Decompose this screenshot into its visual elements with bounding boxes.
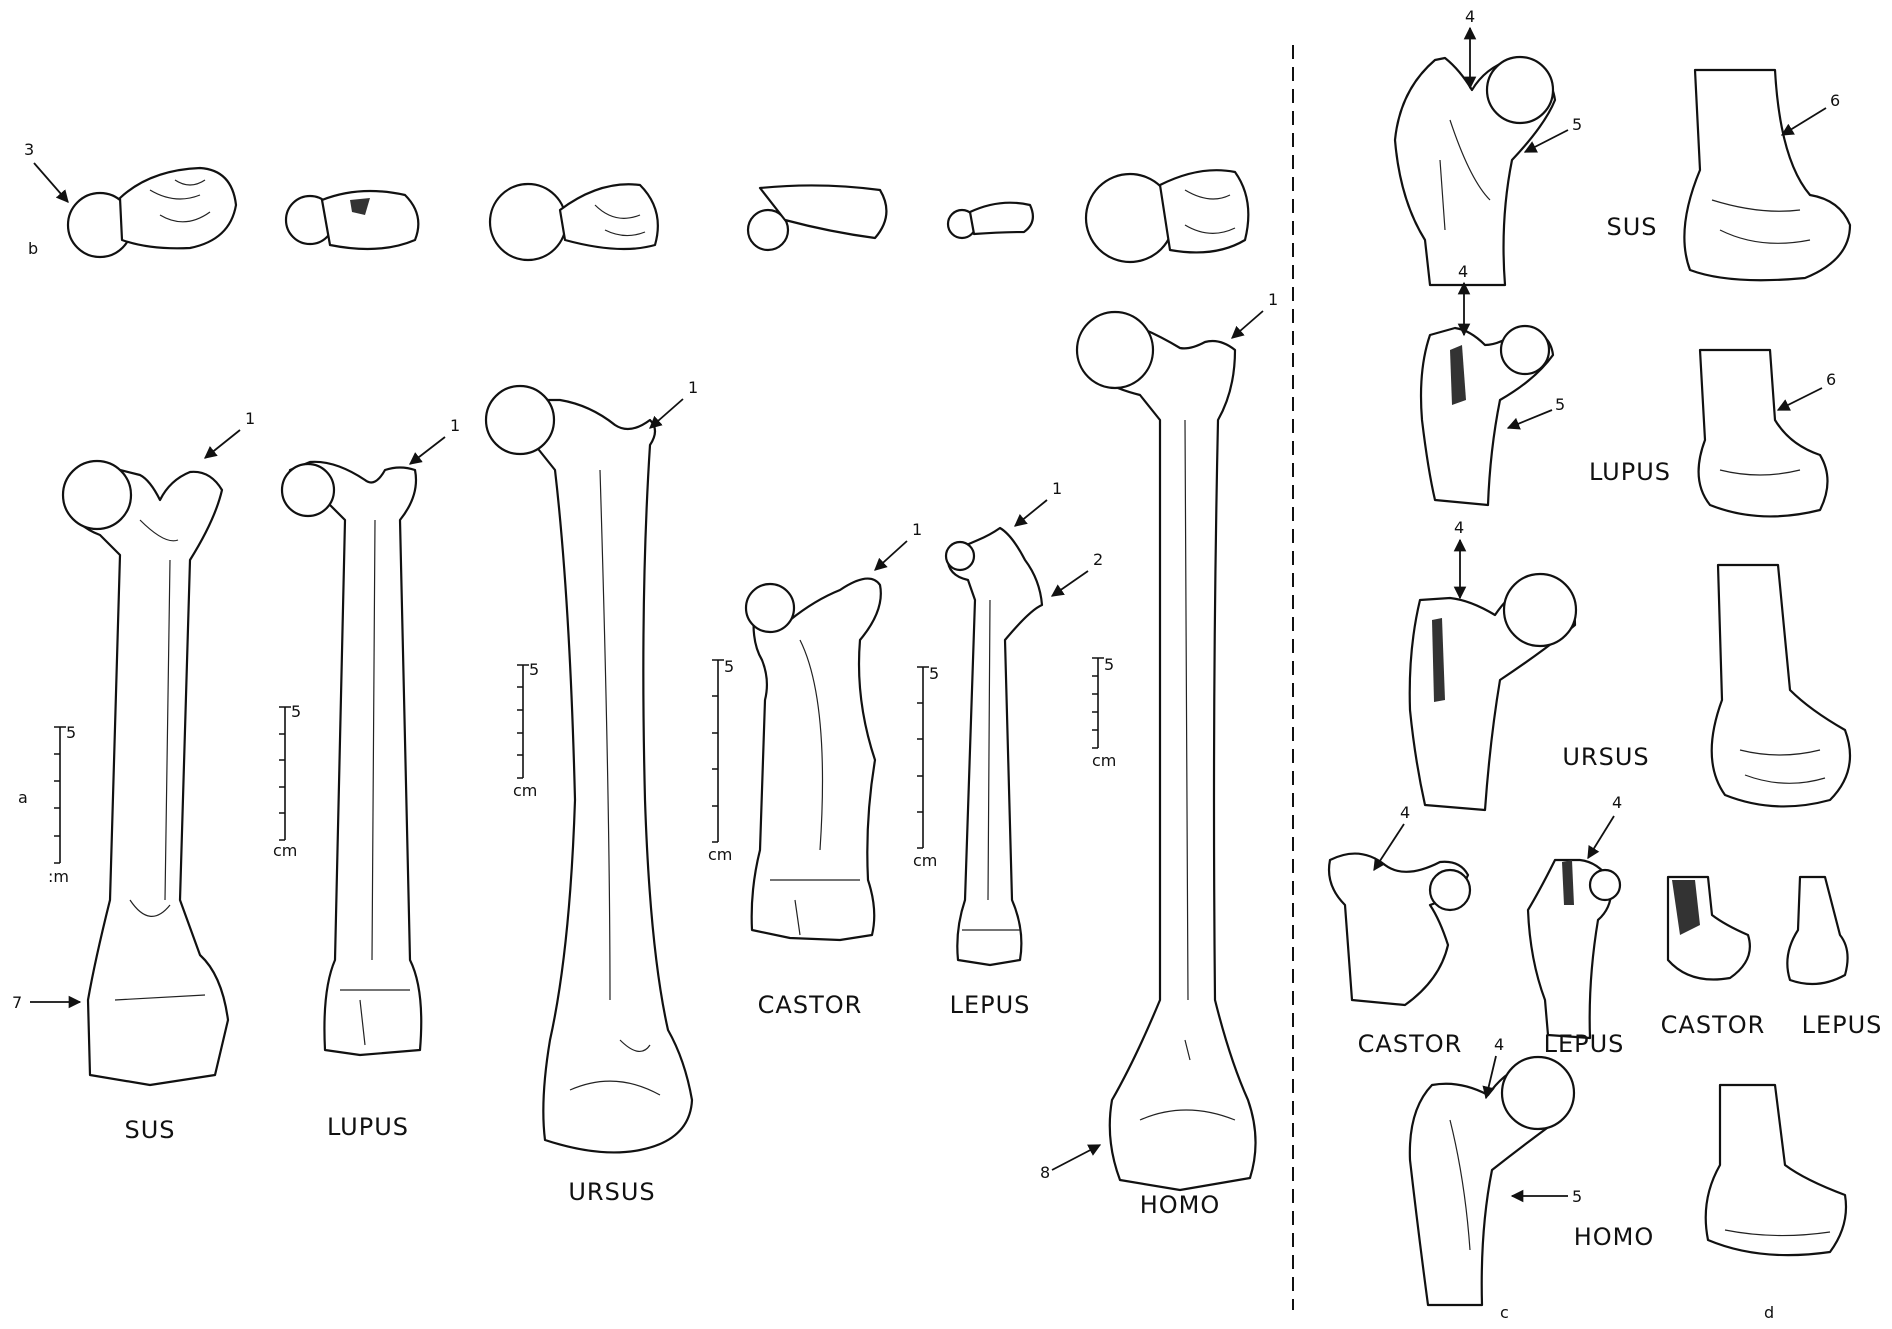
callout-1-sus-arrow	[205, 430, 240, 458]
top-view-sus	[68, 168, 236, 257]
scale-unit-lepus: cm	[913, 851, 937, 870]
callout-1-lupus: 1	[450, 416, 460, 435]
callout-1-homo: 1	[1268, 290, 1278, 309]
callout-6-sus: 6	[1830, 91, 1840, 110]
callout-3: 3	[24, 140, 34, 159]
distal-sus	[1684, 70, 1850, 280]
proximal-castor	[1329, 854, 1470, 1005]
callout-1-lepus-arrow	[1015, 500, 1047, 526]
callout-4-ursus: 4	[1454, 518, 1464, 537]
top-view-lupus	[286, 191, 418, 249]
scale-tick-5-homo: 5	[1104, 655, 1114, 674]
label-lupus: LUPUS	[327, 1113, 409, 1141]
scale-tick-5-lupus: 5	[291, 702, 301, 721]
distal-ursus	[1712, 565, 1850, 806]
distal-castor	[1668, 877, 1750, 980]
callout-4-castor-arrow	[1374, 824, 1404, 870]
callout-6-sus-arrow	[1782, 108, 1826, 135]
proximal-lupus	[1421, 326, 1553, 505]
row-label-b: b	[28, 239, 38, 258]
callout-6-lupus: 6	[1826, 370, 1836, 389]
scale-tick-5-sus: 5	[66, 723, 76, 742]
scale-unit-castor: cm	[708, 845, 732, 864]
callout-4-homo: 4	[1494, 1035, 1504, 1054]
callout-2-arrow	[1052, 571, 1088, 596]
callout-5-lupus: 5	[1555, 395, 1565, 414]
callout-4-lepus: 4	[1612, 793, 1622, 812]
callout-1-castor-arrow	[875, 541, 907, 570]
callout-6-lupus-arrow	[1778, 388, 1822, 410]
proximal-ursus	[1410, 574, 1576, 810]
callout-1-lepus: 1	[1052, 479, 1062, 498]
callout-4-castor: 4	[1400, 803, 1410, 822]
label-right-castor-c: CASTOR	[1358, 1030, 1463, 1058]
row-label-a: a	[18, 788, 28, 807]
column-label-c: c	[1500, 1303, 1509, 1322]
scale-tick-5-ursus: 5	[529, 660, 539, 679]
femur-lupus	[282, 462, 421, 1055]
scale-bar-sus: 5 :m	[48, 723, 76, 886]
scale-tick-5-lepus: 5	[929, 664, 939, 683]
scale-unit-sus: :m	[48, 867, 69, 886]
top-view-ursus	[490, 184, 658, 260]
callout-5-lupus-arrow	[1508, 410, 1552, 428]
distal-lupus	[1699, 350, 1828, 516]
callout-8: 8	[1040, 1163, 1050, 1182]
label-right-ursus: URSUS	[1562, 743, 1649, 771]
scale-bar-lepus: 5 cm	[913, 664, 939, 870]
proximal-homo	[1410, 1057, 1574, 1305]
proximal-sus	[1395, 57, 1555, 285]
femur-castor	[746, 579, 881, 940]
label-right-lepus-d: LEPUS	[1802, 1011, 1883, 1039]
label-right-castor-d: CASTOR	[1661, 1011, 1766, 1039]
callout-8-arrow	[1052, 1145, 1100, 1170]
scale-unit-ursus: cm	[513, 781, 537, 800]
callout-1-sus: 1	[245, 409, 255, 428]
scale-bar-castor: 5 cm	[708, 657, 734, 864]
callout-4-lepus-arrow	[1588, 816, 1614, 858]
callout-7: 7	[12, 993, 22, 1012]
label-right-homo: HOMO	[1574, 1223, 1655, 1251]
femur-lepus	[946, 528, 1042, 965]
label-sus: SUS	[124, 1116, 175, 1144]
femur-sus	[63, 461, 228, 1085]
label-right-lupus: LUPUS	[1589, 458, 1671, 486]
callout-1-ursus: 1	[688, 378, 698, 397]
callout-3-arrow	[34, 163, 68, 202]
label-homo: HOMO	[1140, 1191, 1221, 1219]
proximal-lepus	[1528, 860, 1620, 1038]
scale-bar-ursus: 5 cm	[513, 660, 539, 800]
scale-unit-lupus: cm	[273, 841, 297, 860]
callout-1-homo-arrow	[1232, 311, 1263, 338]
scale-bar-homo: 5 cm	[1092, 655, 1116, 770]
distal-homo	[1706, 1085, 1846, 1255]
callout-4-lupus: 4	[1458, 262, 1468, 281]
top-view-homo	[1086, 170, 1248, 262]
distal-lepus	[1787, 877, 1847, 984]
label-right-sus: SUS	[1606, 213, 1657, 241]
scale-bar-lupus: 5 cm	[273, 702, 301, 860]
callout-4-sus: 4	[1465, 7, 1475, 26]
scale-tick-5-castor: 5	[724, 657, 734, 676]
top-view-castor	[748, 185, 886, 250]
callout-5-sus: 5	[1572, 115, 1582, 134]
callout-1-castor: 1	[912, 520, 922, 539]
scale-unit-homo: cm	[1092, 751, 1116, 770]
label-castor: CASTOR	[758, 991, 863, 1019]
label-lepus: LEPUS	[950, 991, 1031, 1019]
callout-5-homo: 5	[1572, 1187, 1582, 1206]
column-label-d: d	[1764, 1303, 1774, 1322]
top-view-lepus	[948, 203, 1033, 238]
femur-ursus	[486, 386, 692, 1152]
callout-2: 2	[1093, 550, 1103, 569]
label-right-lepus-c: LEPUS	[1544, 1030, 1625, 1058]
callout-1-ursus-arrow	[650, 399, 683, 428]
label-ursus: URSUS	[568, 1178, 655, 1206]
callout-1-lupus-arrow	[410, 437, 445, 464]
